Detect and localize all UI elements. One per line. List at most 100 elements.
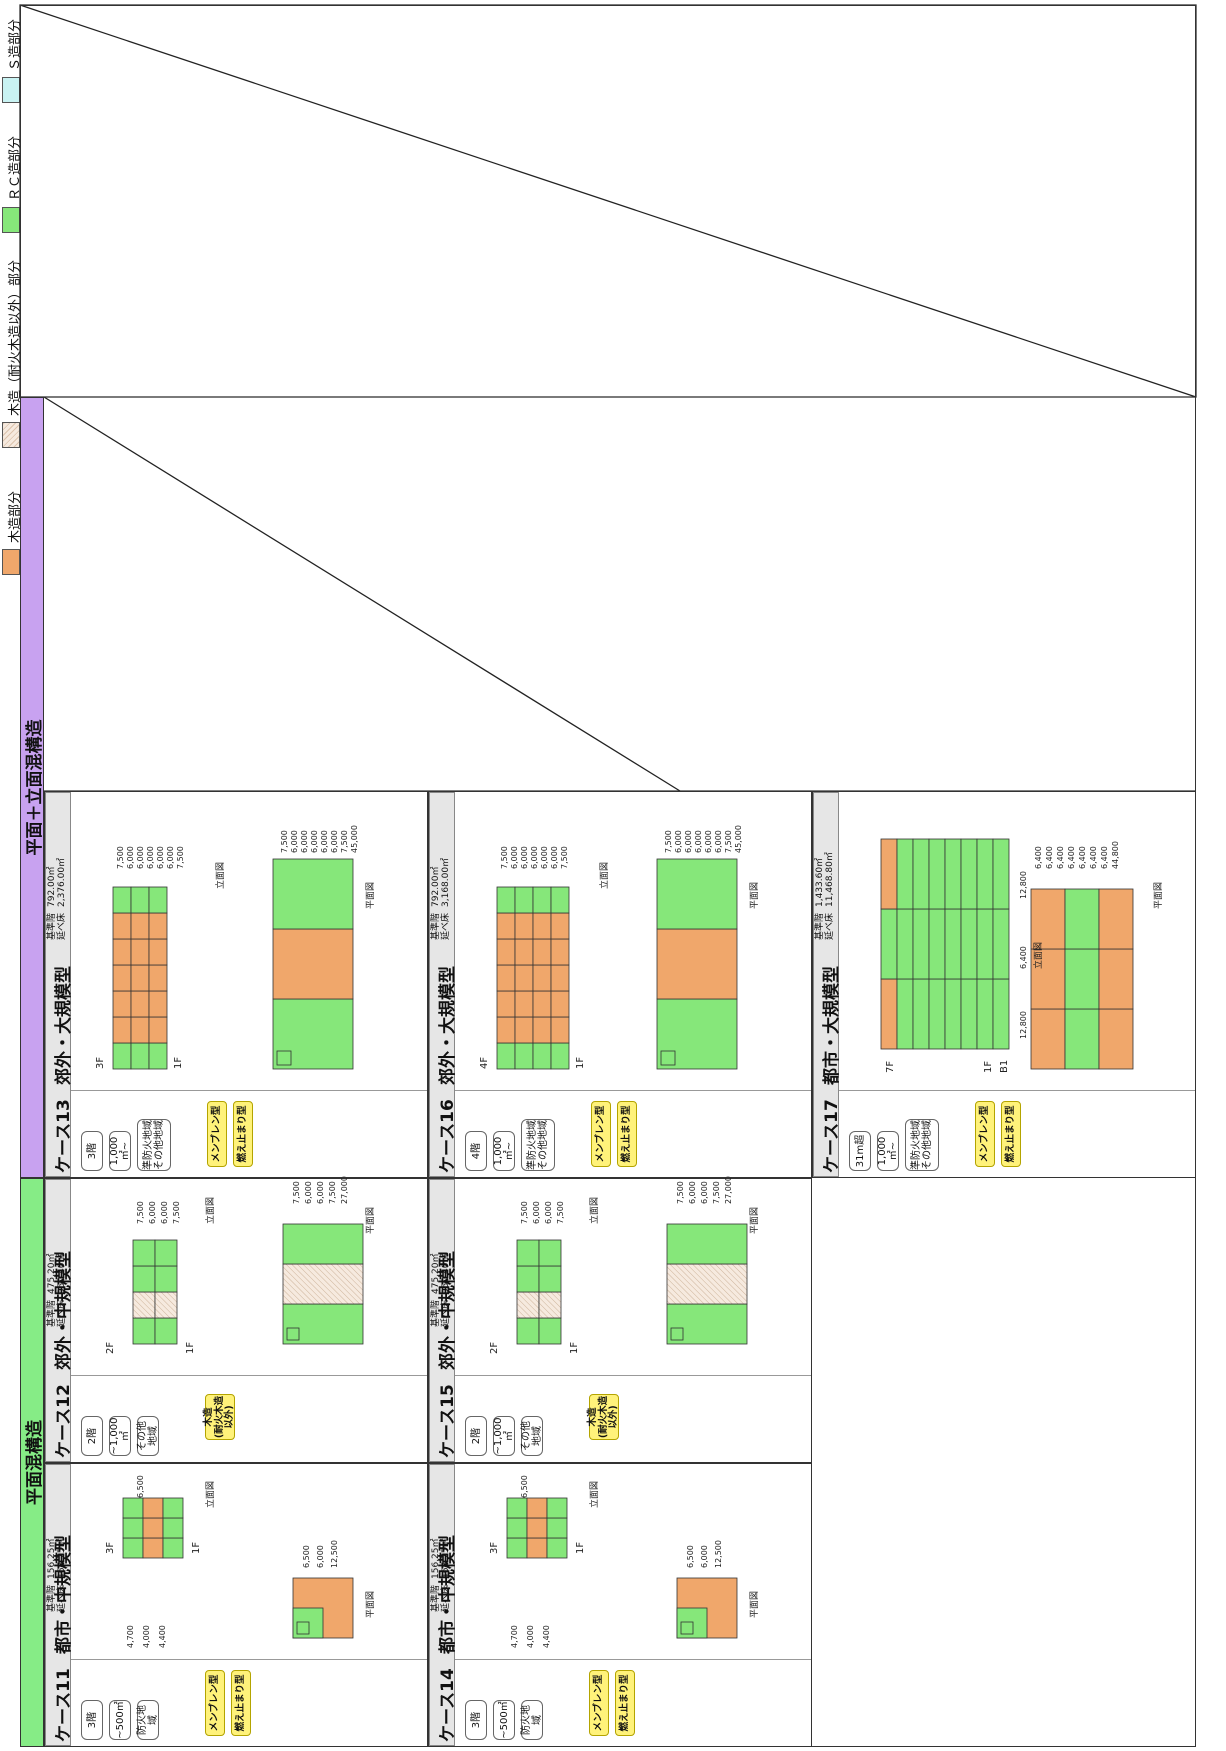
elevation-dim-label: 6,000 (136, 846, 145, 869)
area-total-value: 11,468.80㎡ (825, 852, 836, 907)
area-standard-value: 475.20㎡ (431, 1253, 441, 1294)
area-total-value: 468.75㎡ (441, 1538, 452, 1579)
elevation-cell (496, 938, 516, 966)
elevation-cell (944, 838, 962, 910)
elevation-dim-label: 6,000 (510, 846, 519, 869)
case-type: 郊外・大規模型 (438, 966, 458, 1085)
case-tag: 1,000㎡~ (109, 1131, 131, 1171)
case-fire-type-tag: 燃え止まり型 (231, 1670, 251, 1736)
elevation-cell (880, 838, 898, 910)
elevation-cell (162, 1497, 184, 1519)
elevation-cell (148, 1042, 168, 1070)
elevation-caption: 立面図 (1032, 942, 1044, 969)
elevation-cell (496, 886, 516, 914)
floor-label-top: 2F (105, 1342, 116, 1354)
elevation-cell (132, 1317, 156, 1345)
elevation-cell (506, 1517, 528, 1539)
area-standard-value: 156.25㎡ (431, 1538, 441, 1579)
elevation-cell (142, 1537, 164, 1559)
elevation-cell (130, 1016, 150, 1044)
plan-block (272, 858, 354, 930)
elevation-cell (132, 1291, 156, 1319)
elevation-cell (960, 838, 978, 910)
area-total-label: 延べ床 (57, 912, 68, 940)
case-tag: 2階 (465, 1416, 487, 1456)
elevation-cell (538, 1317, 562, 1345)
plan-caption: 平面図 (749, 1207, 760, 1234)
case-tag: 防火地域 (521, 1700, 543, 1740)
floor-label-bottom: 1F (173, 1057, 184, 1069)
plan-dim-label: 7,500 (676, 1181, 685, 1204)
elevation-dim-label: 12,800 (1019, 871, 1028, 899)
elevation-cell (532, 964, 552, 992)
plan-stair (670, 1327, 684, 1341)
plan-caption: 平面図 (749, 1591, 760, 1618)
plan-dim-label: 6,000 (290, 830, 299, 853)
elevation-cell (112, 1016, 132, 1044)
elevation-dim-label: 7,500 (172, 1201, 181, 1224)
elevation-cell (112, 912, 132, 940)
floor-label-bottom: 1F (569, 1342, 580, 1354)
case-number: ケース12 (54, 1384, 74, 1458)
elevation-caption: 立面図 (214, 862, 226, 889)
elevation-cell (148, 912, 168, 940)
elevation-dim-label: 7,500 (176, 846, 185, 869)
case-fire-type-tag: 燃え止まり型 (617, 1101, 637, 1167)
elevation-caption: 立面図 (588, 1197, 600, 1224)
elevation-dim-label: 6,000 (148, 1201, 157, 1224)
plan-dim-label: 7,500 (280, 830, 289, 853)
plan-dim-label: 6,000 (674, 830, 683, 853)
elevation-cell (550, 1016, 570, 1044)
elevation-cell (896, 978, 914, 1050)
area-standard-value: 156.25㎡ (47, 1538, 57, 1579)
case-tag: その他地域 (137, 1416, 159, 1456)
plan-block (1030, 888, 1066, 950)
case-tag: 4階 (465, 1131, 487, 1171)
case-tag: ~1,000㎡ (109, 1416, 131, 1456)
elevation-cell (992, 838, 1010, 910)
plan-stair (680, 1621, 694, 1635)
area-total-label: 延べ床 (441, 1299, 452, 1327)
area-standard-value: 792.00㎡ (47, 866, 57, 907)
case-fire-type-tag: メンブレン型 (205, 1670, 225, 1736)
floor-label-mid: 1F (983, 1061, 994, 1073)
elevation-cell (130, 938, 150, 966)
case-number: ケース15 (438, 1384, 458, 1458)
plan-dim-label: 6,000 (700, 1545, 709, 1568)
case-fire-type-tag: 燃え止まり型 (615, 1670, 635, 1736)
plan-dim-label: 6,000 (320, 830, 329, 853)
case-fire-type-tag: メンブレン型 (591, 1101, 611, 1167)
elevation-cell (550, 1042, 570, 1070)
elevation-dim-label: 7,500 (116, 846, 125, 869)
elevation-cell (112, 964, 132, 992)
area-standard-value: 792.00㎡ (431, 866, 441, 907)
elevation-dim-label: 6,000 (550, 846, 559, 869)
area-total-value: 950.40㎡ (441, 1253, 452, 1294)
elevation-dim-label: 4,400 (542, 1625, 551, 1648)
case-tag: ~1,000㎡ (493, 1416, 515, 1456)
plan-stair (286, 1327, 300, 1341)
case-tag: 2階 (81, 1416, 103, 1456)
plan-block (1098, 948, 1134, 1010)
elevation-cell (944, 978, 962, 1050)
elevation-cell (912, 908, 930, 980)
elevation-cell (130, 886, 150, 914)
plan-block (1098, 1008, 1134, 1070)
case-fire-type-tag: 木造 (耐火木造以外) (587, 1394, 620, 1440)
plan-block (282, 1303, 364, 1345)
elevation-cell (532, 938, 552, 966)
elevation-cell (880, 978, 898, 1050)
elevation-cell (514, 1042, 534, 1070)
floor-label-top: 4F (479, 1057, 490, 1069)
case-tag: 3階 (465, 1700, 487, 1740)
elevation-cell (516, 1291, 540, 1319)
elevation-cell (148, 938, 168, 966)
elevation-cell (532, 1016, 552, 1044)
elevation-cell (112, 990, 132, 1018)
case-tag: 1,000㎡~ (877, 1131, 899, 1171)
elevation-dim-label: 6,000 (544, 1201, 553, 1224)
